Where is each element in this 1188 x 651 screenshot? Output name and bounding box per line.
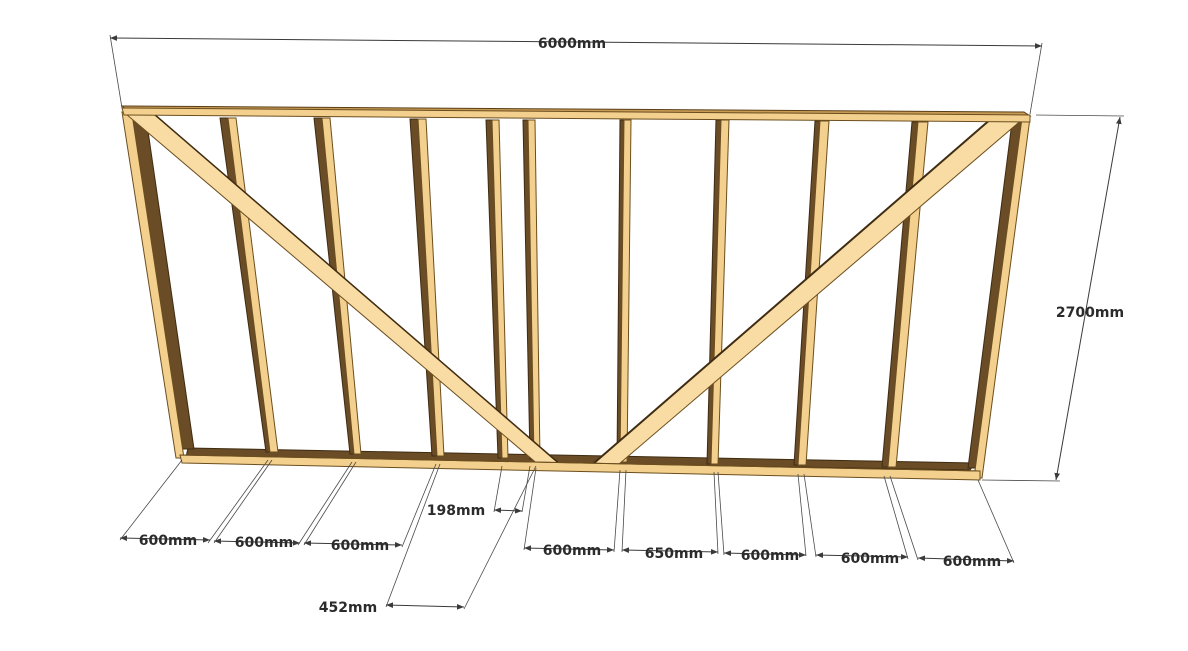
spacing-label: 600mm	[841, 551, 899, 567]
right-end-stud-shadow	[967, 121, 1023, 469]
extension-line	[1035, 114, 1125, 117]
dimension-line	[1054, 116, 1122, 481]
wall-frame	[120, 105, 1032, 481]
spacing-label: 650mm	[645, 546, 703, 562]
left-brace-edge	[153, 113, 563, 467]
bottom-plate-edge	[179, 454, 981, 472]
overall-height-label: 2700mm	[1056, 305, 1124, 321]
spacing-label: 600mm	[543, 543, 601, 559]
right-brace-edge	[585, 117, 993, 471]
overall-height-dimension: 2700mm	[981, 114, 1125, 482]
stud	[227, 117, 279, 453]
overall-width-dimension: 6000mm	[109, 34, 1043, 115]
extension-line	[981, 479, 1061, 482]
stud	[619, 119, 632, 463]
studs	[219, 117, 929, 468]
spacing-label: 600mm	[331, 538, 389, 554]
top-plate	[121, 107, 1031, 123]
lower-spacing-label: 452mm	[319, 600, 377, 616]
spacing-label: 600mm	[139, 533, 197, 549]
stud	[491, 119, 509, 459]
spacing-label: 600mm	[741, 548, 799, 564]
right-end-stud	[973, 117, 1031, 479]
spacing-label: 198mm	[427, 503, 485, 519]
spacing-label: 600mm	[235, 535, 293, 551]
extension-line	[109, 34, 123, 109]
overall-width-label: 6000mm	[538, 36, 606, 52]
dimension-line	[109, 35, 1043, 49]
extension-line	[1029, 42, 1043, 115]
spacing-label: 600mm	[943, 554, 1001, 570]
bottom-spacing-dimensions: 600mm 600mm 600mm 198mm 600mm 650mm 600m…	[119, 459, 1015, 616]
